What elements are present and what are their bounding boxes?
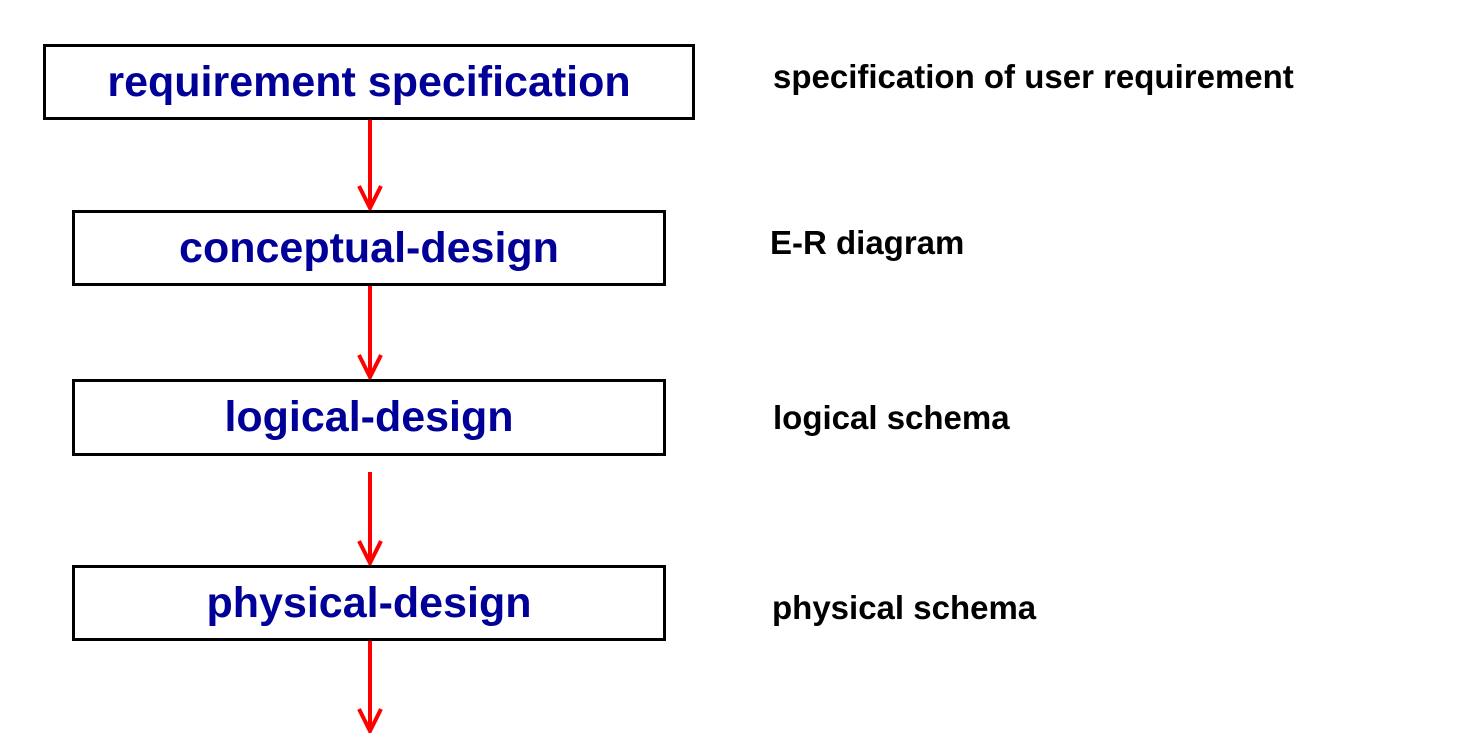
arrow-physical-out	[357, 641, 383, 733]
arrow-logical-to-physical	[357, 472, 383, 568]
stage-box-conceptual-design: conceptual-design	[72, 210, 666, 286]
stage-label: conceptual-design	[179, 223, 559, 272]
stage-box-requirement-specification: requirement specification	[43, 44, 695, 120]
arrow-conceptual-to-logical	[357, 286, 383, 382]
output-label-physical-schema: physical schema	[772, 589, 1037, 626]
stage-label: physical-design	[206, 578, 532, 627]
stage-box-logical-design: logical-design	[72, 379, 666, 456]
stage-label: requirement specification	[107, 57, 631, 106]
arrow-requirement-to-conceptual	[357, 120, 383, 213]
output-label-user-requirement: specification of user requirement	[773, 58, 1294, 95]
stage-box-physical-design: physical-design	[72, 565, 666, 641]
output-label-logical-schema: logical schema	[773, 399, 1010, 436]
output-label-er-diagram: E-R diagram	[770, 224, 965, 261]
stage-label: logical-design	[224, 393, 514, 441]
